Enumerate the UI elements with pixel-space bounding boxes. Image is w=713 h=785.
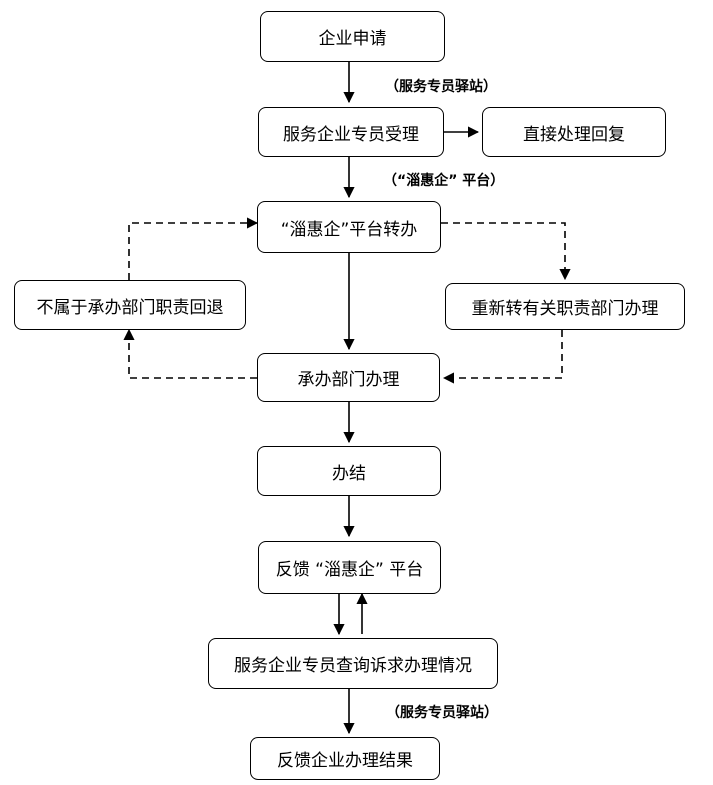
node-return-not-responsible: 不属于承办部门职责回退 (14, 280, 246, 330)
node-completed: 办结 (257, 446, 441, 496)
node-reassign-department: 重新转有关职责部门办理 (445, 283, 685, 330)
dashed-arrow-reassign-to-handle (442, 330, 563, 384)
node-platform-transfer: “淄惠企”平台转办 (257, 201, 441, 253)
dashed-arrow-transfer-to-reassign (441, 222, 571, 281)
node-department-handle: 承办部门办理 (257, 353, 440, 402)
dashed-arrow-return-to-transfer (128, 217, 259, 280)
node-direct-reply: 直接处理回复 (482, 107, 666, 157)
note-service-station-2: （服务专员驿站） (386, 705, 498, 721)
note-service-station-1: （服务专员驿站） (385, 79, 497, 95)
node-specialist-query: 服务企业专员查询诉求办理情况 (208, 638, 498, 689)
node-specialist-accept: 服务企业专员受理 (258, 107, 444, 157)
note-platform: （“淄惠企” 平台） (383, 173, 505, 189)
node-feedback-platform: 反馈 “淄惠企” 平台 (258, 541, 441, 594)
node-enterprise-apply: 企业申请 (260, 11, 445, 62)
dashed-arrow-handle-to-return (123, 328, 257, 379)
node-feedback-result: 反馈企业办理结果 (250, 737, 440, 780)
